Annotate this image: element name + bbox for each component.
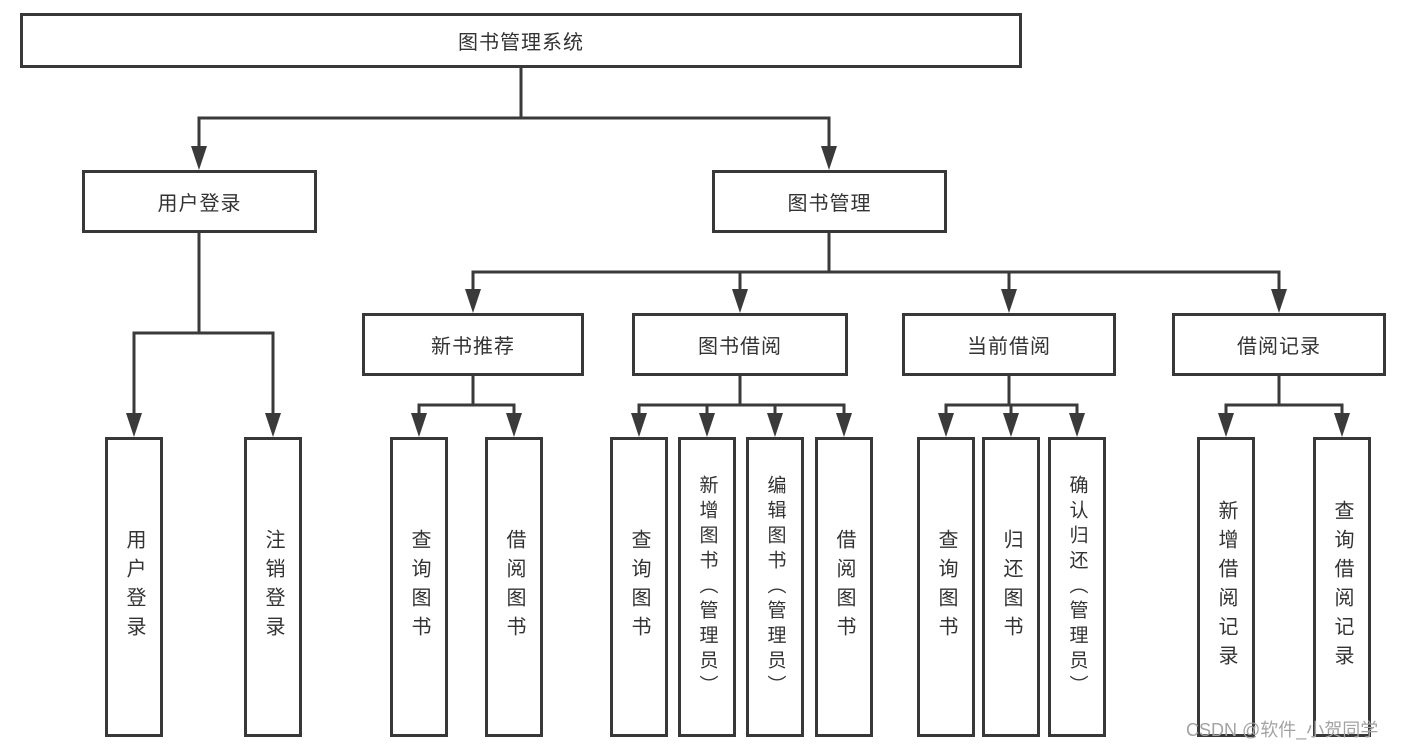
node-leaf-query-book-1-label: 查询图书 [408,529,430,645]
node-new-book-rec: 新书推荐 [362,313,584,376]
node-leaf-query-book-2-label: 查询图书 [628,529,650,645]
node-leaf-return-book-label: 归还图书 [1000,529,1022,645]
node-leaf-query-book-3-label: 查询图书 [935,529,957,645]
node-leaf-borrow-book-1-label: 借阅图书 [503,529,525,645]
node-leaf-add-record-label: 新增借阅记录 [1215,500,1237,674]
edges-book-mgmt [465,231,1287,313]
node-leaf-return-book: 归还图书 [982,437,1040,737]
csdn-watermark: CSDN @软件_小贺同学 [1186,720,1379,740]
node-user-login: 用户登录 [82,170,317,233]
edges-user-login [126,231,281,437]
node-leaf-borrow-book-2: 借阅图书 [815,437,873,737]
node-root-label: 图书管理系统 [458,32,584,54]
node-leaf-confirm-return-label: 确认归还（管理员） [1066,474,1088,700]
node-leaf-add-record: 新增借阅记录 [1197,437,1255,737]
node-leaf-logout-label: 注销登录 [262,529,284,645]
node-leaf-borrow-book-2-label: 借阅图书 [833,529,855,645]
node-borrow-records-label: 借阅记录 [1237,336,1321,358]
node-leaf-add-book-label: 新增图书（管理员） [696,474,718,700]
node-leaf-borrow-book-1: 借阅图书 [485,437,543,737]
node-leaf-query-book-3: 查询图书 [917,437,975,737]
node-leaf-query-book-2: 查询图书 [610,437,668,737]
node-new-book-rec-label: 新书推荐 [431,336,515,358]
edges-new-book-rec [411,374,522,437]
node-leaf-edit-book: 编辑图书（管理员） [746,437,804,737]
node-book-mgmt-label: 图书管理 [787,193,872,215]
node-book-mgmt: 图书管理 [712,170,947,233]
node-leaf-user-login: 用户登录 [105,437,163,737]
edges-borrow-records [1218,374,1350,437]
node-leaf-add-book: 新增图书（管理员） [678,437,736,737]
node-leaf-query-record-label: 查询借阅记录 [1331,500,1353,674]
node-leaf-query-book-1: 查询图书 [390,437,448,737]
edges-current-borrow [938,374,1085,437]
node-leaf-logout: 注销登录 [244,437,302,737]
node-leaf-query-record: 查询借阅记录 [1313,437,1371,737]
edges-book-borrow [631,374,852,437]
node-current-borrow-label: 当前借阅 [967,336,1051,358]
node-leaf-user-login-label: 用户登录 [123,529,145,645]
node-leaf-confirm-return: 确认归还（管理员） [1048,437,1106,737]
node-book-borrow-label: 图书借阅 [698,336,782,358]
node-leaf-edit-book-label: 编辑图书（管理员） [764,474,786,700]
node-root: 图书管理系统 [20,13,1022,68]
edges-root [191,66,837,170]
node-current-borrow: 当前借阅 [902,313,1116,376]
node-user-login-label: 用户登录 [157,193,242,215]
node-book-borrow: 图书借阅 [632,313,848,376]
node-borrow-records: 借阅记录 [1172,313,1386,376]
